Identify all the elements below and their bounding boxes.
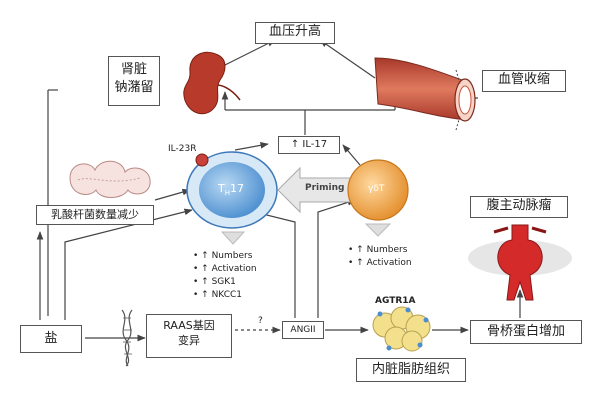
vasoconstriction-box: 血管收缩	[482, 70, 566, 92]
aneurysm-box: 腹主动脉瘤	[470, 196, 568, 218]
kidney-label: 肾脏	[120, 62, 147, 77]
th17-label: TH17	[218, 182, 244, 198]
osteopontin-box: 骨桥蛋白增加	[470, 320, 582, 344]
aorta-illustration	[468, 224, 572, 301]
unknown-link-label: ?	[258, 316, 263, 326]
th17-effects-list: • ↑ Numbers • ↑ Activation • ↑ SGK1 • ↑ …	[193, 251, 257, 300]
gdt-effects-list: • ↑ Numbers • ↑ Activation	[348, 245, 412, 268]
angii-box: ANGII	[282, 321, 324, 339]
th17-cell	[186, 151, 278, 229]
raas-gene-label: RAAS基因	[163, 319, 215, 332]
blood-pressure-box: 血压升高	[255, 22, 335, 44]
salt-box: 盐	[20, 325, 82, 353]
visceral-fat-box: 内脏脂肪组织	[356, 358, 466, 382]
il23r-label: IL-23R	[168, 144, 197, 154]
dna-icon	[121, 309, 133, 367]
intestine-illustration	[69, 160, 151, 198]
effect-arrows	[220, 223, 392, 245]
gdt-label: γδT	[368, 184, 385, 194]
priming-label: Priming	[305, 183, 345, 193]
vessel-illustration	[374, 57, 476, 131]
mutation-label: 变异	[178, 333, 200, 347]
raas-box: RAAS基因 变异	[146, 314, 232, 358]
lactobacillus-box: 乳酸杆菌数量减少	[36, 205, 154, 225]
kidney-illustration	[183, 51, 241, 115]
kidney-sodium-box: 肾脏 钠潴留	[108, 56, 160, 106]
gdt-cell	[347, 159, 409, 221]
sodium-retention-label: 钠潴留	[114, 79, 154, 95]
il17-box: ↑ IL-17	[278, 136, 340, 154]
visceral-fat-illustration	[372, 306, 431, 352]
agtr1a-label: AGTR1A	[375, 296, 416, 306]
